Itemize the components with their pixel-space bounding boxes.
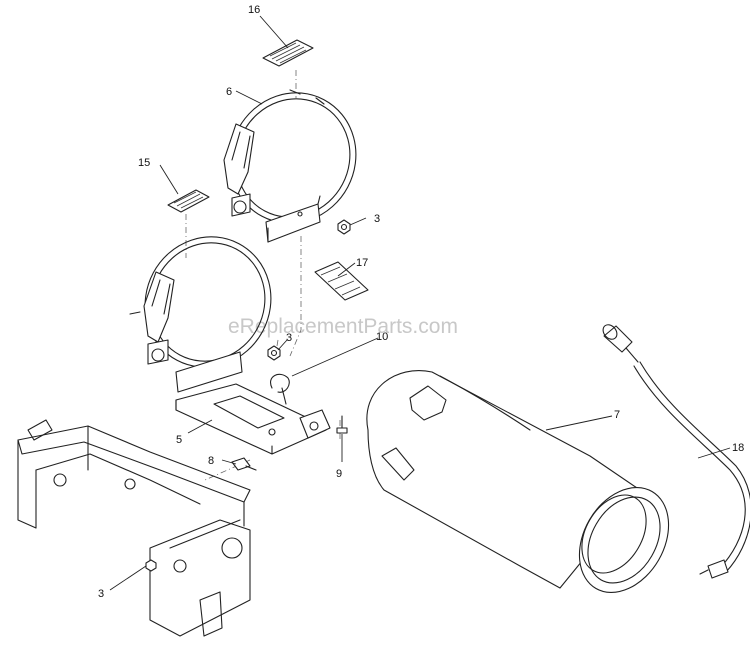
bolt-8 bbox=[231, 457, 257, 471]
callout-3-middle: 3 bbox=[286, 332, 292, 344]
nut-3-middle bbox=[267, 345, 281, 361]
mower-frame bbox=[17, 419, 251, 637]
propane-tank-7 bbox=[366, 370, 670, 594]
nut-3-upper bbox=[337, 219, 351, 235]
decal-17 bbox=[314, 261, 369, 301]
mounting-plate-5 bbox=[175, 383, 331, 455]
callout-5: 5 bbox=[176, 434, 182, 446]
callout-3-upper: 3 bbox=[374, 213, 380, 225]
callout-17: 17 bbox=[356, 257, 368, 269]
leader-lines bbox=[109, 15, 731, 591]
watermark-text: eReplacementParts.com bbox=[228, 315, 458, 338]
callout-labels: 16 6 15 3 17 3 10 7 18 5 8 9 3 bbox=[98, 4, 744, 600]
callout-10: 10 bbox=[376, 331, 388, 343]
callout-7: 7 bbox=[614, 409, 620, 421]
tank-strap-lower bbox=[129, 236, 272, 393]
hook-10 bbox=[270, 373, 290, 405]
callout-16: 16 bbox=[248, 4, 260, 16]
callout-3-lower: 3 bbox=[98, 588, 104, 600]
nut-3-lower bbox=[145, 559, 157, 572]
fuel-hose-18 bbox=[602, 324, 750, 579]
callout-6: 6 bbox=[226, 86, 232, 98]
callout-9: 9 bbox=[336, 468, 342, 480]
callout-8: 8 bbox=[208, 455, 214, 467]
bolt-9 bbox=[336, 415, 348, 434]
decal-16 bbox=[262, 39, 314, 67]
callout-18: 18 bbox=[732, 442, 744, 454]
decal-15 bbox=[167, 189, 210, 213]
tank-strap-upper bbox=[223, 89, 357, 243]
callout-15: 15 bbox=[138, 157, 150, 169]
